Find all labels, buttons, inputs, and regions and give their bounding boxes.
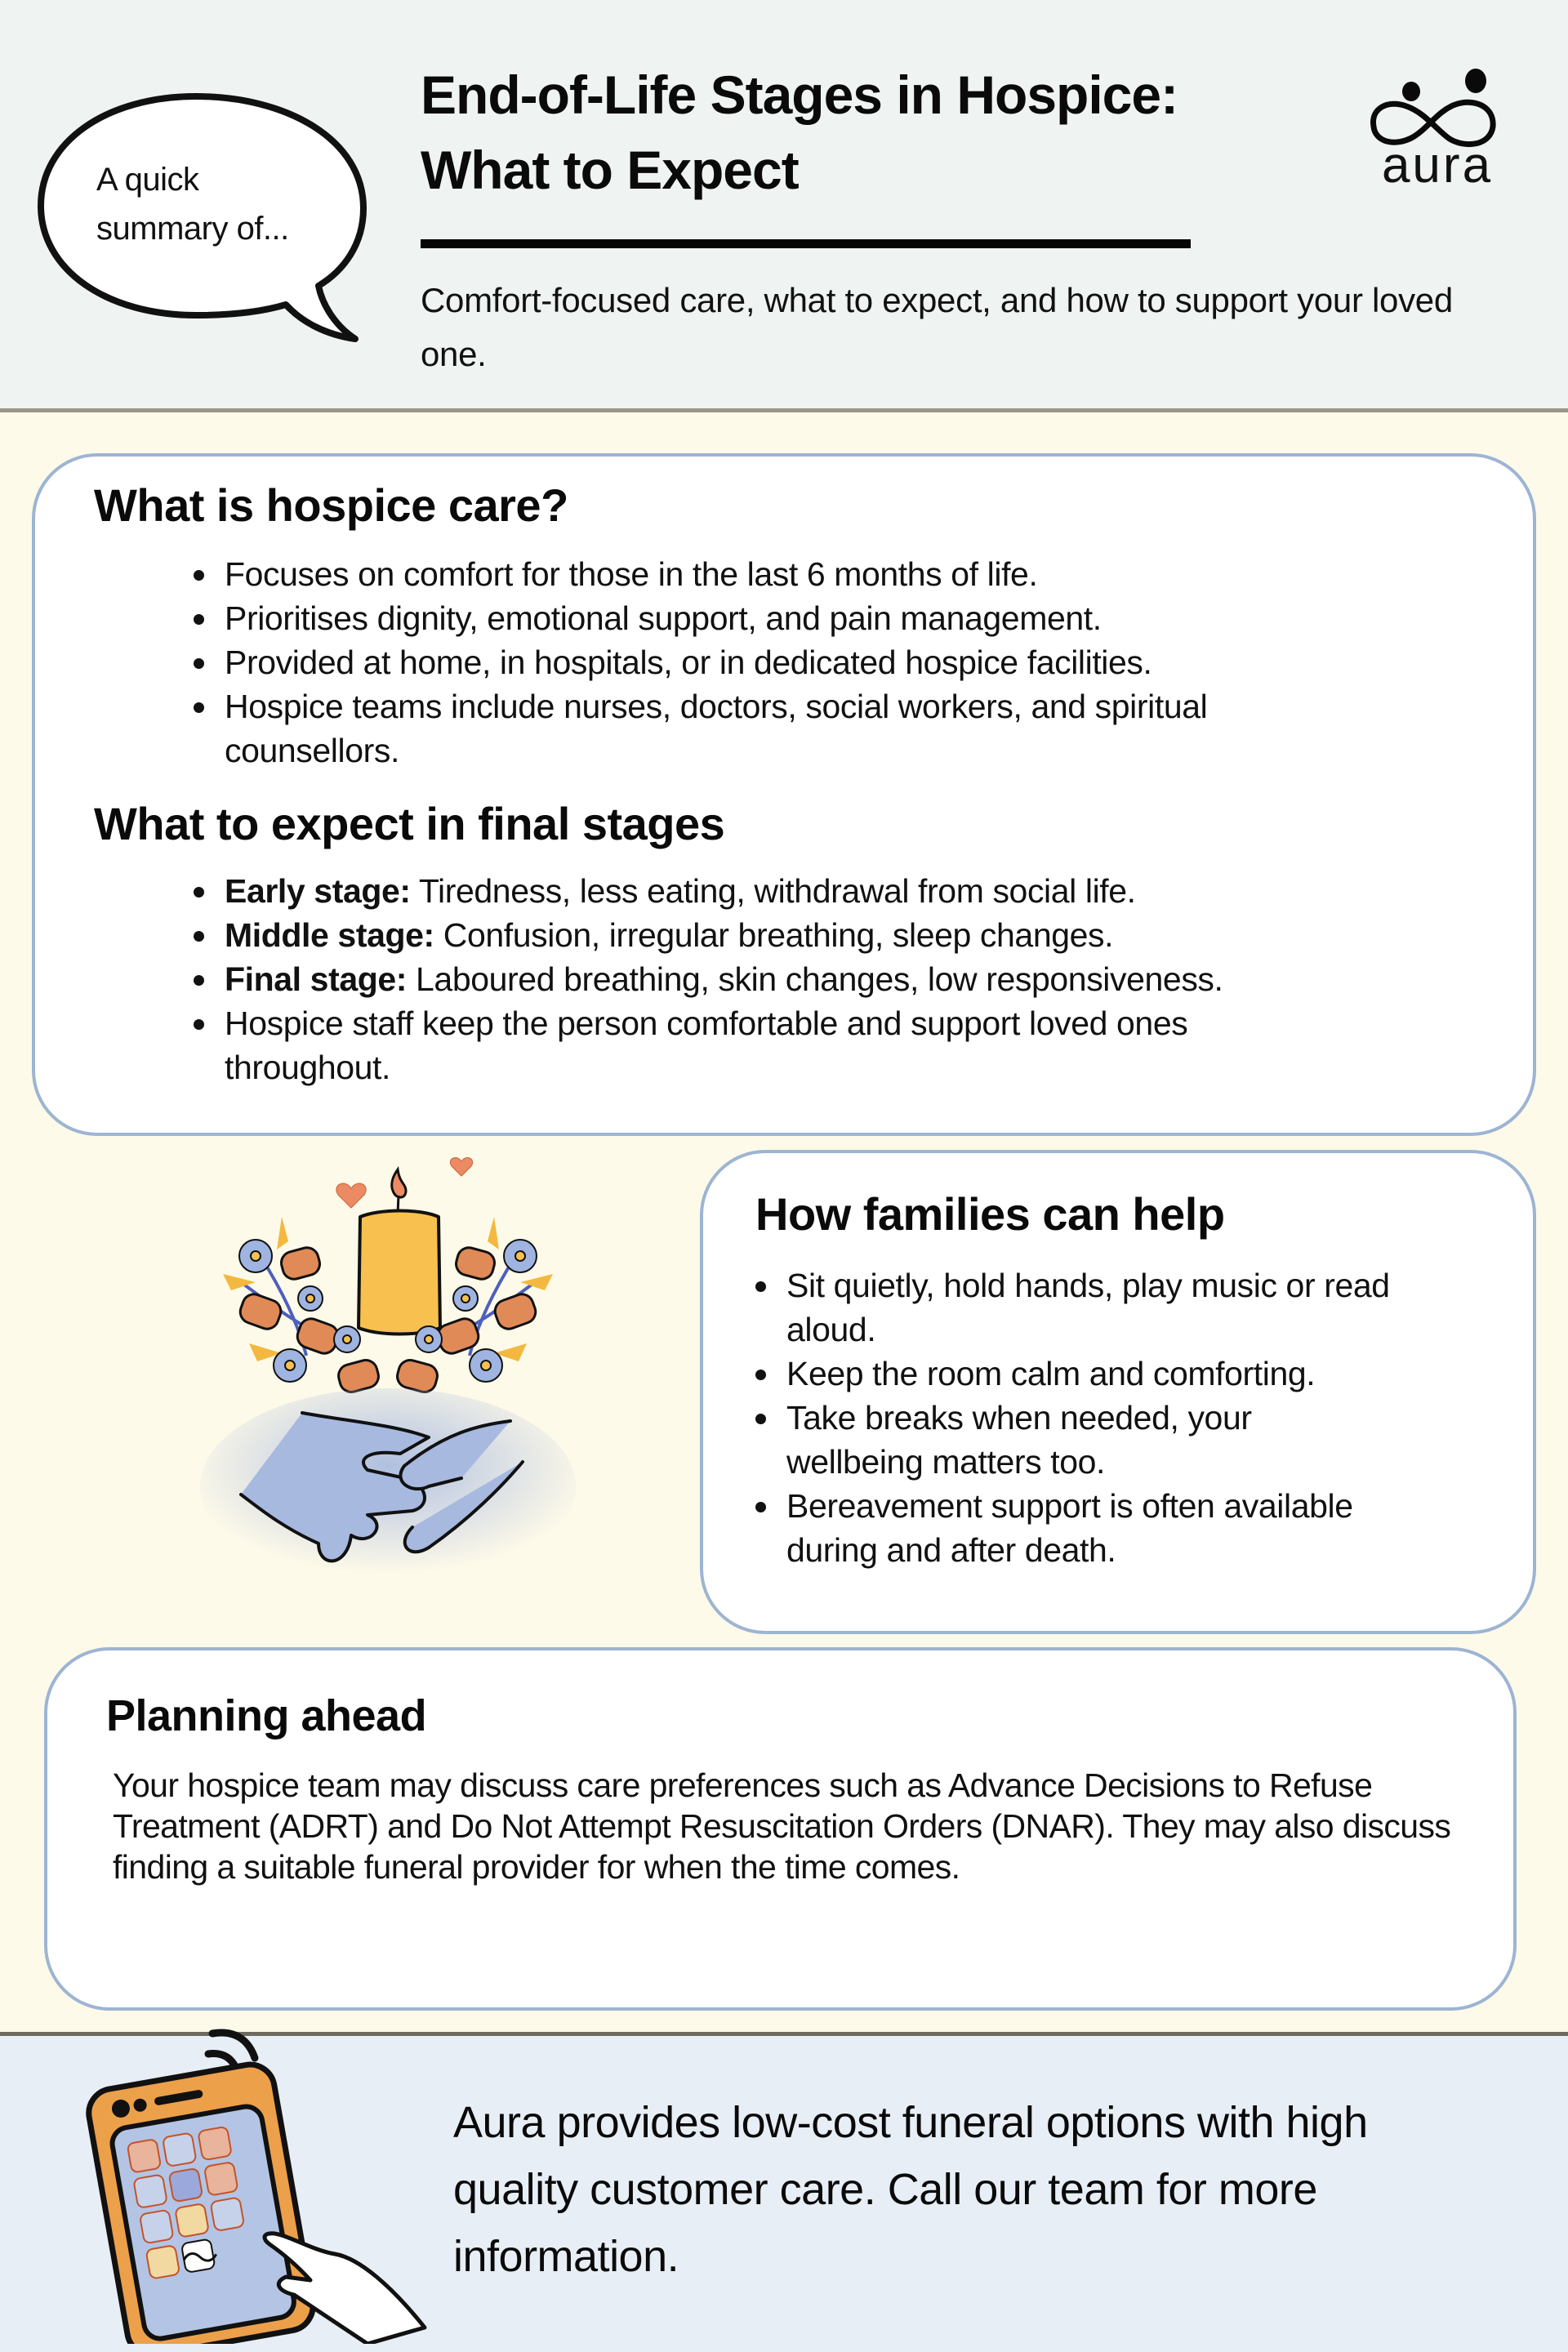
- final-stages-list: Early stage: Tiredness, less eating, wit…: [194, 869, 1500, 1089]
- infinity-people-icon: [1370, 69, 1496, 148]
- planning-ahead-card: Planning ahead Your hospice team may dis…: [44, 1647, 1517, 2011]
- footer-text: Aura provides low-cost funeral options w…: [453, 2098, 1368, 2281]
- header-divider: [0, 408, 1568, 412]
- stage-text: Laboured breathing, skin changes, low re…: [407, 960, 1223, 998]
- list-item: Final stage: Laboured breathing, skin ch…: [194, 957, 1500, 1001]
- list-item: Prioritises dignity, emotional support, …: [194, 596, 1419, 640]
- logo-wordmark: aura: [1381, 137, 1494, 194]
- list-item: Sit quietly, hold hands, play music or r…: [755, 1263, 1425, 1352]
- phone-app-illustration: [86, 2029, 427, 2344]
- hospice-care-list: Focuses on comfort for those in the last…: [194, 552, 1419, 773]
- candle-flowers-hands-illustration: [200, 1157, 576, 1584]
- planning-ahead-heading: Planning ahead: [106, 1691, 427, 1740]
- bubble-text: A quick summary of...: [96, 155, 289, 253]
- list-item: Early stage: Tiredness, less eating, wit…: [194, 869, 1500, 913]
- title-line2: What to Expect: [421, 140, 800, 200]
- list-item: Hospice staff keep the person comfortabl…: [194, 1001, 1288, 1089]
- list-item: Keep the room calm and comforting.: [755, 1352, 1490, 1396]
- flower-wreath-right: [396, 1217, 553, 1393]
- page-subtitle: Comfort-focused care, what to expect, an…: [421, 281, 1453, 373]
- heart-icon: [336, 1157, 473, 1209]
- stage-label: Middle stage:: [225, 916, 434, 954]
- pointing-hand-icon: [262, 2231, 427, 2344]
- list-item: Take breaks when needed, your wellbeing …: [755, 1396, 1360, 1484]
- hospice-care-heading: What is hospice care?: [94, 479, 568, 531]
- bubble-text-line2: summary of...: [96, 211, 289, 247]
- list-item: Provided at home, in hospitals, or in de…: [194, 640, 1419, 684]
- aura-logo: aura: [1356, 49, 1519, 196]
- page-title: End-of-Life Stages in Hospice: What to E…: [421, 57, 1360, 207]
- title-underline: [421, 239, 1191, 248]
- holding-hands-icon: [239, 1411, 524, 1563]
- speech-bubble: A quick summary of...: [33, 90, 376, 351]
- stage-text: Confusion, irregular breathing, sleep ch…: [434, 916, 1114, 954]
- families-help-heading: How families can help: [755, 1188, 1225, 1240]
- planning-ahead-body: Your hospice team may discuss care prefe…: [113, 1766, 1451, 1886]
- stage-text: Tiredness, less eating, withdrawal from …: [410, 872, 1136, 910]
- title-line1: End-of-Life Stages in Hospice:: [421, 65, 1178, 125]
- phone-icon: [86, 2061, 316, 2344]
- speech-bubble-icon: [38, 93, 367, 342]
- stage-label: Final stage:: [225, 960, 408, 998]
- list-item: Middle stage: Confusion, irregular breat…: [194, 913, 1500, 957]
- bubble-text-line1: A quick: [96, 162, 199, 198]
- list-item: Hospice teams include nurses, doctors, s…: [194, 684, 1288, 773]
- stage-text: Hospice staff keep the person comfortabl…: [225, 1004, 1188, 1086]
- footer-divider: [0, 2032, 1568, 2036]
- final-stages-heading: What to expect in final stages: [94, 798, 725, 849]
- list-item: Focuses on comfort for those in the last…: [194, 552, 1419, 596]
- families-help-card: How families can help Sit quietly, hold …: [700, 1150, 1536, 1634]
- flower-wreath-left: [223, 1217, 380, 1393]
- hospice-care-card: What is hospice care? Focuses on comfort…: [32, 453, 1536, 1136]
- stage-label: Early stage:: [225, 872, 411, 910]
- list-item: Bereavement support is often available d…: [755, 1484, 1376, 1572]
- families-help-list: Sit quietly, hold hands, play music or r…: [755, 1263, 1490, 1572]
